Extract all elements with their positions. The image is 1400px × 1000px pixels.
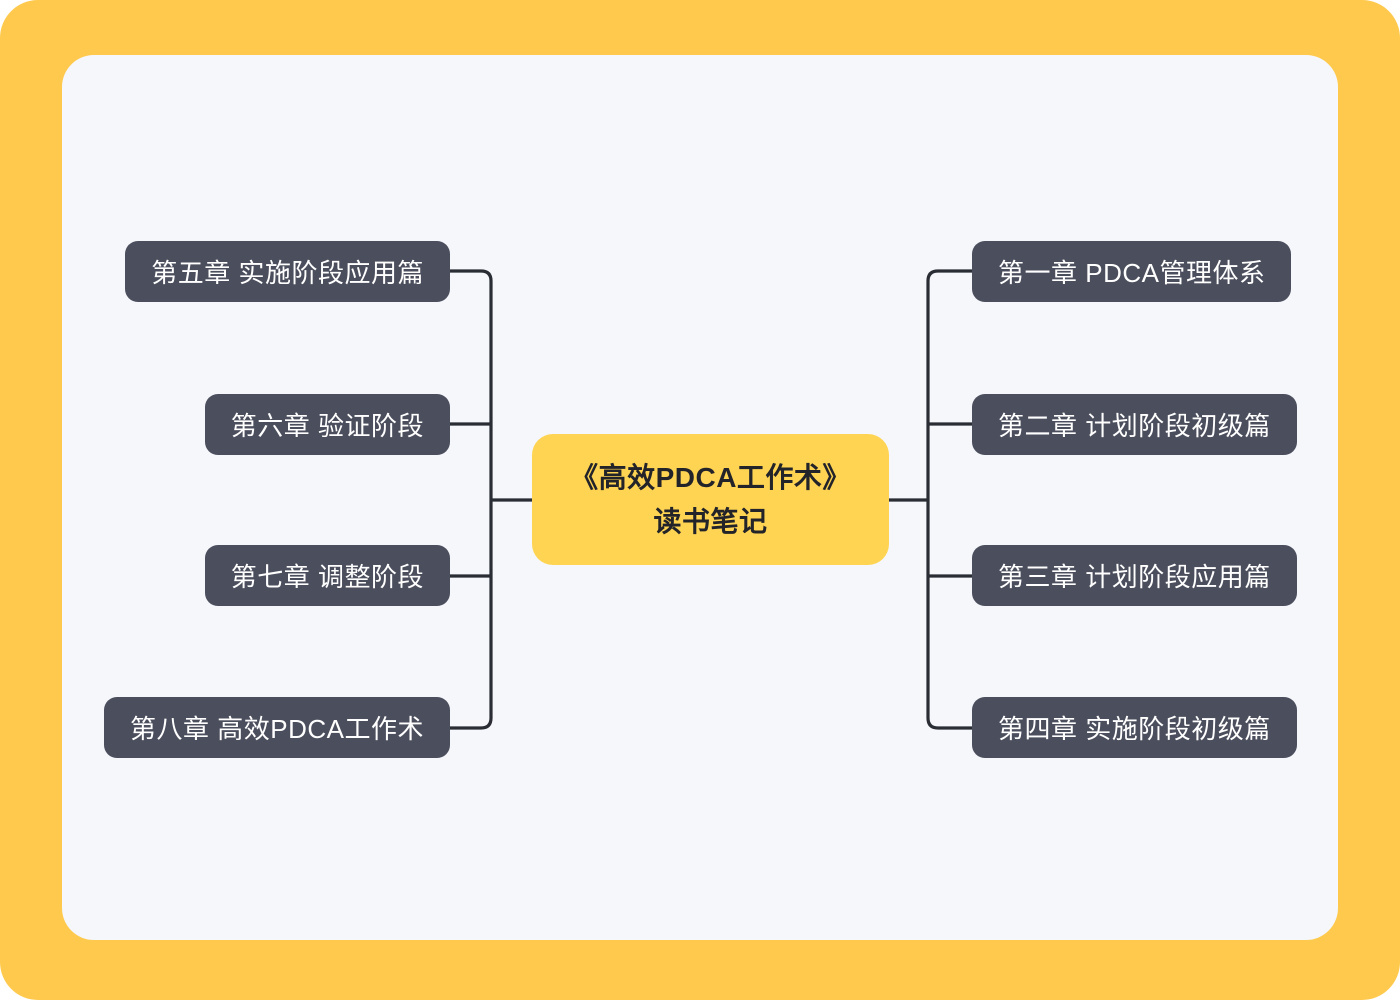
branch-node-chapter-7[interactable]: 第七章 调整阶段 [204, 545, 450, 606]
branch-node-label: 第七章 调整阶段 [230, 562, 424, 592]
branch-node-label: 第一章 PDCA管理体系 [998, 258, 1266, 288]
center-node-title-line1: 《高效PDCA工作术》 [570, 461, 851, 493]
branch-node-label: 第八章 高效PDCA工作术 [130, 714, 424, 744]
branch-node-label: 第二章 计划阶段初级篇 [998, 411, 1271, 441]
center-node-title-line2: 读书笔记 [653, 505, 768, 537]
branch-node-label: 第六章 验证阶段 [230, 411, 424, 441]
branch-node-chapter-4[interactable]: 第四章 实施阶段初级篇 [972, 697, 1297, 758]
branch-node-chapter-8[interactable]: 第八章 高效PDCA工作术 [104, 697, 450, 758]
branch-node-chapter-2[interactable]: 第二章 计划阶段初级篇 [972, 394, 1297, 455]
branch-node-label: 第五章 实施阶段应用篇 [151, 258, 424, 288]
branch-node-chapter-6[interactable]: 第六章 验证阶段 [204, 394, 450, 455]
branch-node-chapter-5[interactable]: 第五章 实施阶段应用篇 [125, 241, 450, 302]
branch-node-label: 第三章 计划阶段应用篇 [998, 562, 1271, 592]
branch-node-chapter-3[interactable]: 第三章 计划阶段应用篇 [972, 545, 1297, 606]
branch-node-chapter-1[interactable]: 第一章 PDCA管理体系 [972, 241, 1292, 302]
center-node[interactable]: 《高效PDCA工作术》 读书笔记 [532, 434, 889, 565]
branch-node-label: 第四章 实施阶段初级篇 [998, 714, 1271, 744]
